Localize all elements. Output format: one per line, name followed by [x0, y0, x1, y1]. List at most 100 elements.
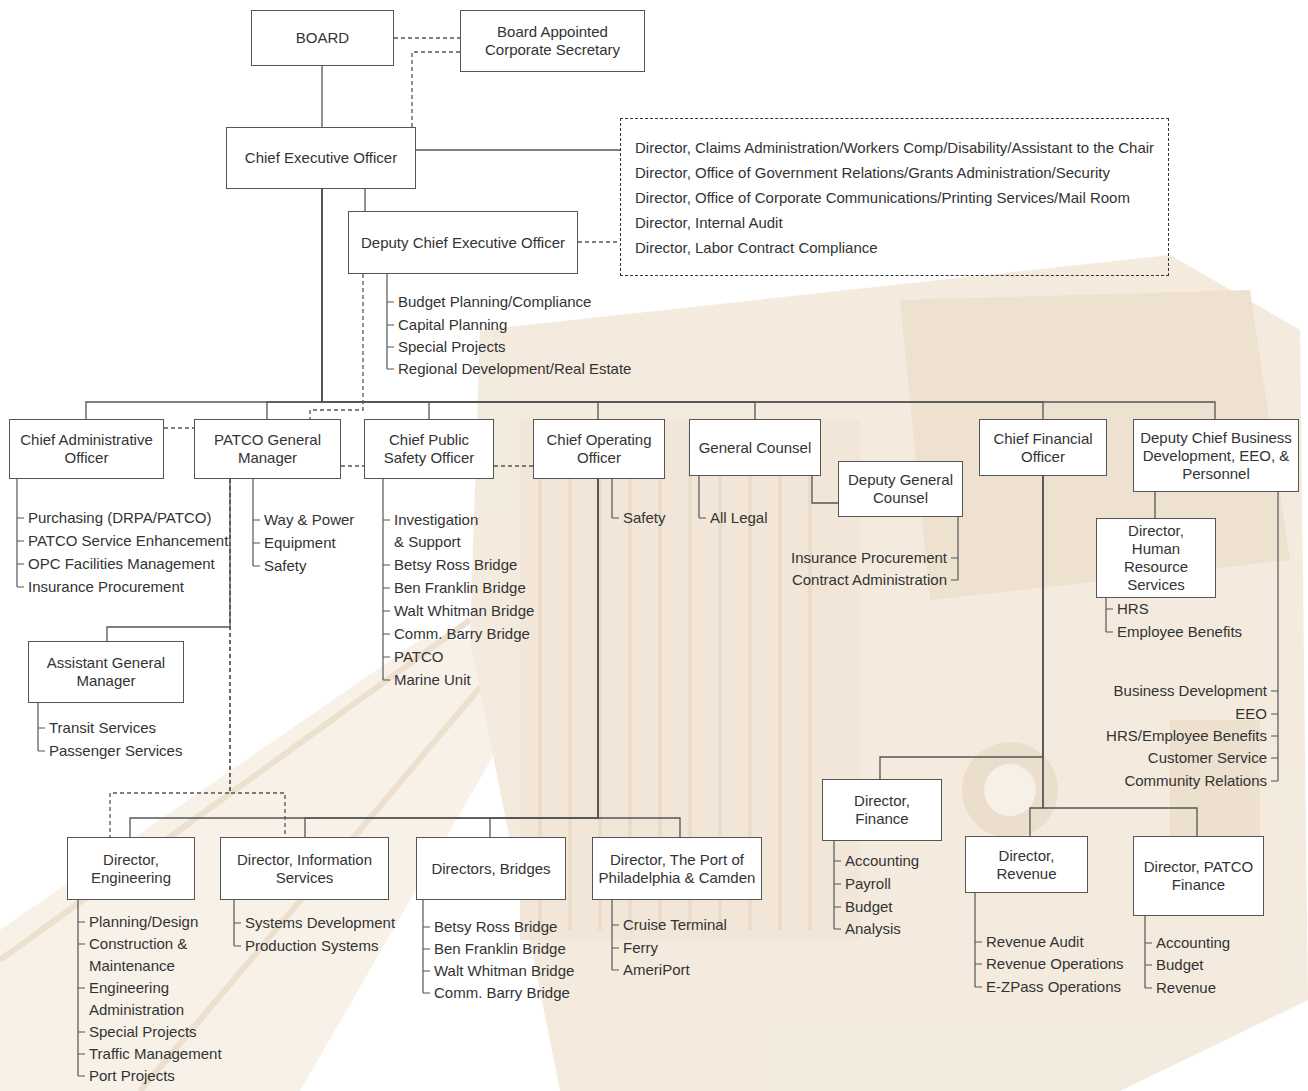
function-label: Cruise Terminal: [623, 914, 727, 936]
train-body: [470, 255, 1308, 1091]
function-label: Community Relations: [1124, 770, 1267, 792]
list-bracket: [38, 703, 45, 751]
box-title: Deputy Chief Executive Officer: [354, 234, 572, 252]
function-label: HRS/Employee Benefits: [1106, 725, 1267, 747]
rail: [0, 620, 470, 960]
list-bracket: [253, 479, 260, 566]
org-box: BOARD: [251, 10, 394, 66]
list-bracket: [975, 893, 982, 987]
box-title: Chief Public Safety Officer: [370, 431, 488, 467]
function-label: Budget Planning/Compliance: [398, 291, 591, 313]
box-title: Director, Finance: [828, 792, 936, 828]
box-title: Directors, Bridges: [422, 860, 560, 878]
function-label: PATCO: [394, 646, 443, 668]
connectors: [86, 38, 1215, 837]
list-bracket: [234, 900, 241, 946]
reporting-line: [598, 479, 680, 837]
train-side: [520, 420, 860, 940]
function-label: OPC Facilities Management: [28, 553, 215, 575]
box-title: Director, Human Resource Services: [1102, 522, 1210, 594]
function-label: Safety: [264, 555, 307, 577]
function-label: Insurance Procurement: [28, 576, 184, 598]
box-title: BOARD: [257, 29, 388, 47]
headlight: [984, 764, 1036, 816]
dotted-reporting-line: [394, 37, 460, 38]
function-label: Payroll: [845, 873, 891, 895]
box-title: Director, Office of Government Relations…: [635, 160, 1154, 185]
function-label: Walt Whitman Bridge: [434, 960, 574, 982]
reporting-line: [812, 476, 838, 503]
list-bracket: [387, 274, 394, 369]
function-label: Budget: [845, 896, 893, 918]
reporting-line: [321, 66, 322, 127]
function-label: Ben Franklin Bridge: [434, 938, 566, 960]
photo-layer: [0, 255, 1308, 1091]
list-bracket: [78, 900, 85, 1076]
box-title: Director, Internal Audit: [635, 210, 1154, 235]
org-box: Chief Financial Officer: [979, 419, 1107, 476]
box-title: Chief Financial Officer: [985, 430, 1101, 466]
function-label: Accounting: [1156, 932, 1230, 954]
org-box: General Counsel: [689, 419, 821, 476]
function-label: PATCO Service Enhancement: [28, 530, 228, 552]
function-label: Planning/Design: [89, 911, 198, 933]
function-label: Employee Benefits: [1117, 621, 1242, 643]
function-label: Engineering Administration: [89, 977, 194, 1021]
box-title: Director, PATCO Finance: [1139, 858, 1258, 894]
function-label: Safety: [623, 507, 666, 529]
box-title: Assistant General Manager: [34, 654, 178, 690]
function-label: Walt Whitman Bridge: [394, 600, 534, 622]
rail-bed: [0, 640, 560, 1091]
function-label: Way & Power: [264, 509, 354, 531]
box-title: Director, Claims Administration/Workers …: [635, 135, 1154, 160]
org-box: Director, Human Resource Services: [1096, 518, 1216, 598]
function-label: Passenger Services: [49, 740, 182, 762]
function-label: Special Projects: [398, 336, 506, 358]
function-label: Accounting: [845, 850, 919, 872]
dotted-reporting-line: [578, 241, 620, 242]
function-label: Ferry: [623, 937, 658, 959]
org-box: Deputy Chief Business Development, EEO, …: [1133, 419, 1299, 492]
function-label: Revenue Operations: [986, 953, 1124, 975]
org-box: Director, Information Services: [220, 837, 389, 900]
function-label: Construction & Maintenance: [89, 933, 193, 977]
org-box: Deputy Chief Executive Officer: [348, 211, 578, 274]
org-box: Director, PATCO Finance: [1133, 836, 1264, 916]
function-label: Customer Service: [1148, 747, 1267, 769]
org-box: Chief Executive Officer: [226, 127, 416, 189]
reporting-line: [880, 476, 1043, 779]
function-label: Investigation & Support: [394, 509, 486, 553]
list-bracket: [1145, 916, 1152, 988]
box-title: Director, Engineering: [73, 851, 189, 887]
box-title: Director, Office of Corporate Communicat…: [635, 185, 1154, 210]
org-box: Director, Engineering: [67, 837, 195, 900]
dotted-reporting-line: [341, 465, 364, 466]
org-box: Chief Operating Officer: [533, 419, 665, 479]
function-label: Port Projects: [89, 1065, 175, 1087]
list-bracket: [612, 900, 619, 970]
function-label: Revenue Audit: [986, 931, 1084, 953]
box-title: PATCO General Manager: [200, 431, 335, 467]
list-bracket: [612, 479, 619, 518]
function-label: Comm. Barry Bridge: [394, 623, 530, 645]
function-label: HRS: [1117, 598, 1149, 620]
function-label: Purchasing (DRPA/PATCO): [28, 507, 211, 529]
list-bracket: [1271, 492, 1278, 781]
reporting-line: [86, 189, 322, 419]
reporting-line: [364, 189, 365, 211]
reporting-line: [322, 189, 1215, 419]
reporting-line: [1154, 492, 1155, 518]
org-box: Assistant General Manager: [28, 641, 184, 703]
function-label: Transit Services: [49, 717, 156, 739]
list-bracket: [17, 479, 24, 587]
function-label: Revenue: [1156, 977, 1216, 999]
org-box: Director, Finance: [822, 779, 942, 841]
function-label: Equipment: [264, 532, 336, 554]
list-bracket: [383, 479, 390, 680]
org-box: Director, The Port of Philadelphia & Cam…: [592, 837, 762, 900]
list-bracket: [699, 476, 706, 518]
function-label: Production Systems: [245, 935, 378, 957]
reporting-line: [267, 189, 322, 419]
reporting-line: [490, 479, 598, 837]
box-title: Chief Executive Officer: [232, 149, 410, 167]
